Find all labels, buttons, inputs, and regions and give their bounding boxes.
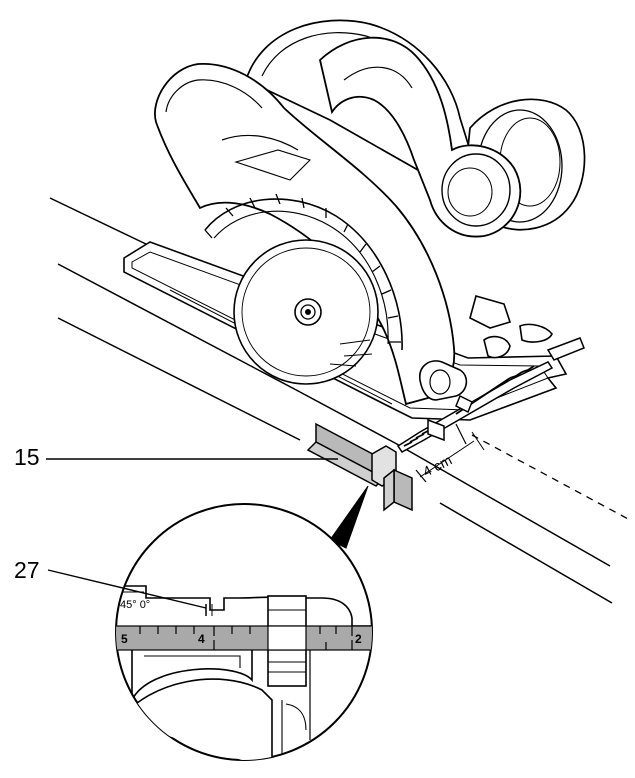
workpiece-board — [49, 197, 613, 604]
cut-line — [471, 434, 631, 521]
scale-ticks — [139, 626, 353, 650]
scale-bar — [116, 625, 372, 651]
scale-number-4: 4 — [198, 632, 205, 646]
blade-guard — [154, 63, 456, 406]
callout-leader-27 — [47, 569, 207, 609]
angle-marking: 45° 0° — [120, 599, 150, 611]
scale-number-5: 5 — [121, 632, 128, 646]
callout-number-27: 27 — [14, 557, 40, 583]
parallel-fence — [306, 422, 413, 512]
magnified-detail — [115, 503, 373, 761]
saw-handle — [319, 36, 522, 238]
saw-blade — [233, 239, 379, 385]
parallel-guide-rod — [396, 337, 585, 453]
callout-number-15: 15 — [14, 444, 40, 470]
dimension-label: 4 cm — [420, 452, 454, 480]
scale-number-2: 2 — [355, 632, 362, 646]
bevel-knob — [419, 295, 553, 401]
dimension-marker — [415, 423, 485, 483]
magnifier-pointer — [329, 485, 369, 549]
depth-arc — [204, 193, 403, 351]
